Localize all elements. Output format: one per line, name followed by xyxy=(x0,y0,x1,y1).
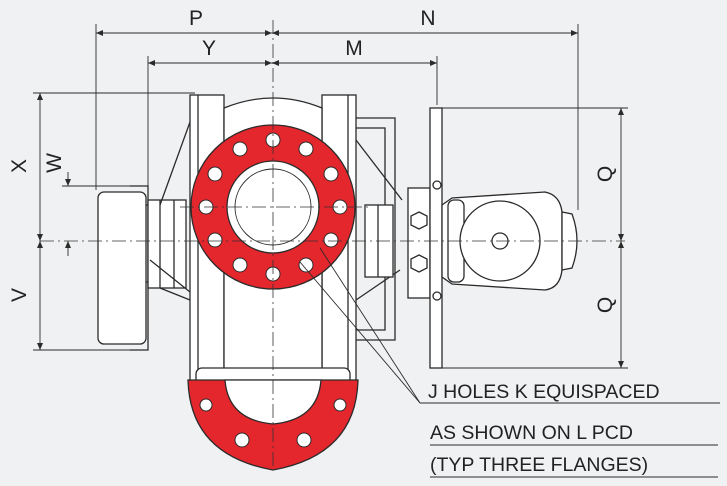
bottom-flange xyxy=(187,379,359,471)
dimension-lines xyxy=(37,30,624,368)
drive-assembly xyxy=(355,107,578,369)
left-end-cover xyxy=(97,185,187,351)
note-leaders xyxy=(299,247,720,478)
dim-label-x: X xyxy=(8,159,31,173)
dim-label-y: Y xyxy=(202,37,216,60)
note-line-1: J HOLES K EQUISPACED xyxy=(428,381,660,403)
dim-label-m: M xyxy=(345,37,363,60)
dim-label-p: P xyxy=(189,7,203,30)
centerlines xyxy=(40,20,625,470)
bolt-holes-top xyxy=(198,132,348,282)
flange-note: J HOLES K EQUISPACED AS SHOWN ON L PCD (… xyxy=(428,381,660,476)
left-support xyxy=(149,121,191,301)
note-line-2: AS SHOWN ON L PCD xyxy=(430,422,633,444)
dim-label-q-lower: Q xyxy=(594,297,617,313)
dim-label-q-upper: Q xyxy=(594,166,617,182)
dimension-labels: P N Y M X W V Q Q xyxy=(8,7,617,313)
dim-label-w: W xyxy=(43,153,66,173)
dim-label-n: N xyxy=(420,7,435,30)
note-line-3: (TYP THREE FLANGES) xyxy=(430,454,648,476)
extension-lines xyxy=(33,24,628,369)
dim-label-v: V xyxy=(8,288,31,302)
